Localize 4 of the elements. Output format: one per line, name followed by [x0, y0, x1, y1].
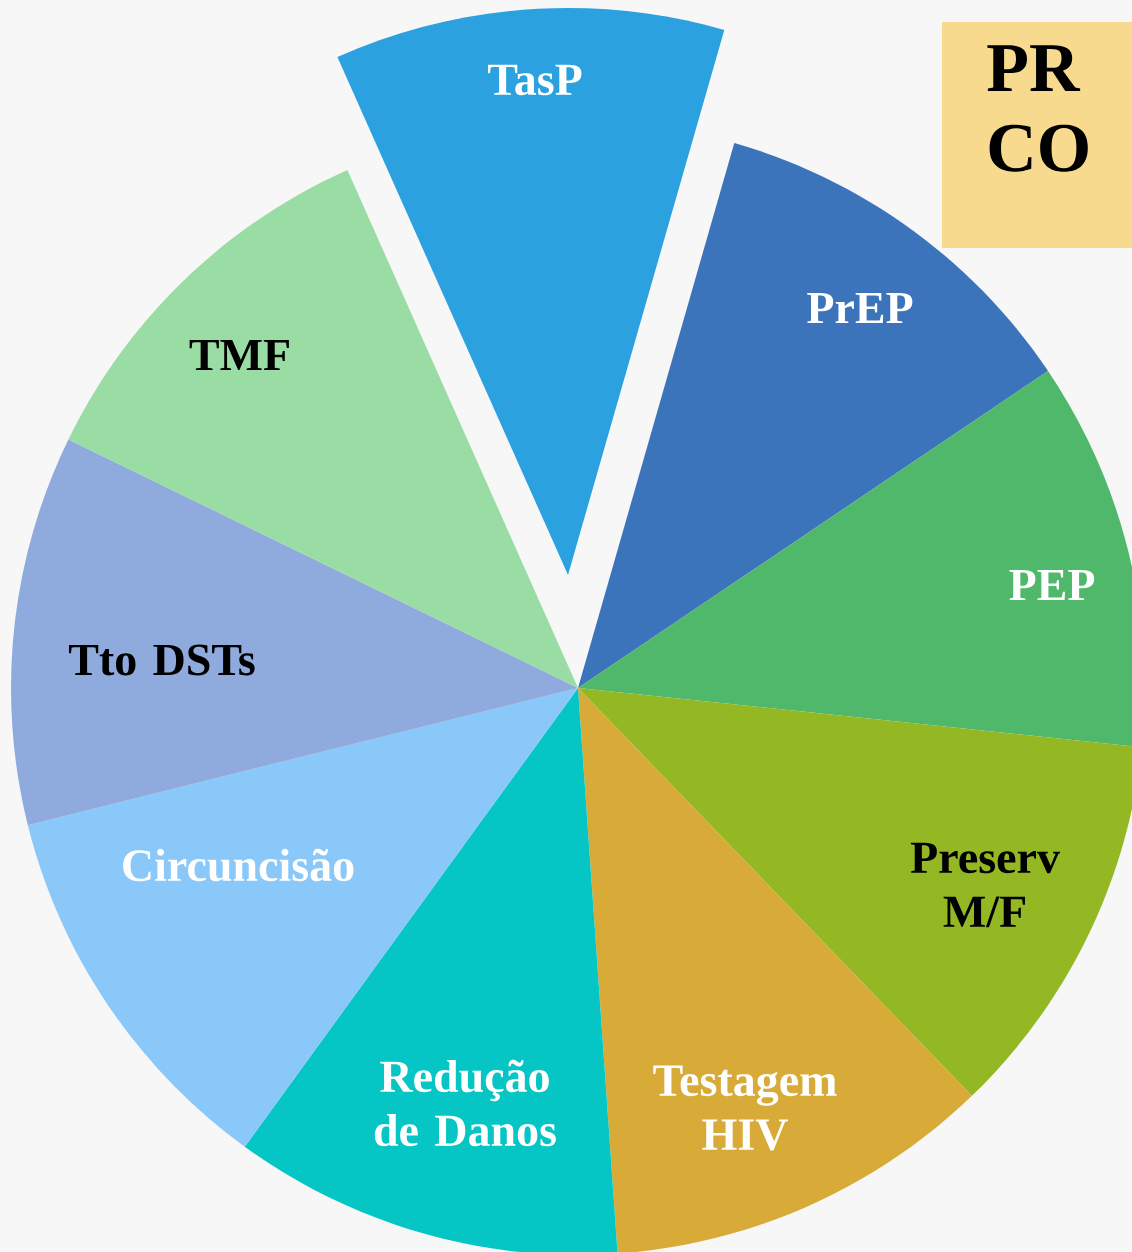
- pie-slice: Tto DSTs: [11, 439, 578, 826]
- title-box: PR CO: [942, 22, 1132, 248]
- pie-slice: TasP: [337, 8, 725, 575]
- pie-slice: PEP: [578, 370, 1132, 748]
